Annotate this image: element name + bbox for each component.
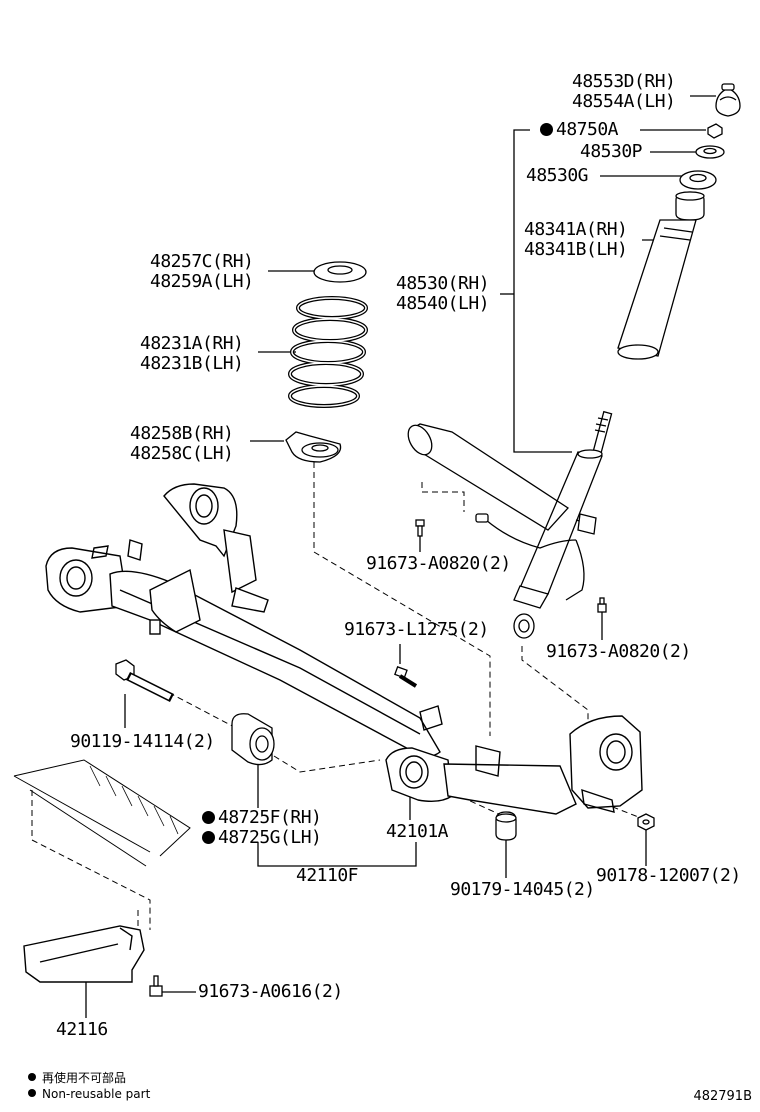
label-48750A: 48750A <box>540 120 619 140</box>
legend-jp: 再使用不可部品 <box>28 1070 150 1086</box>
label-48725F: 48725F(RH) <box>202 808 322 828</box>
label-42101A: 42101A <box>386 821 449 842</box>
label-48554A: 48554A(LH) <box>572 91 676 112</box>
label-90119-14114: 90119-14114(2) <box>70 731 215 752</box>
non-reusable-bullet-icon <box>202 831 215 844</box>
legend-en: Non-reusable part <box>28 1086 150 1102</box>
label-42116: 42116 <box>56 1019 108 1040</box>
label-48257C: 48257C(RH) <box>150 251 254 272</box>
label-48553D: 48553D(RH) <box>572 71 676 92</box>
label-48231B: 48231B(LH) <box>140 353 244 374</box>
label-48530G: 48530G <box>526 165 589 186</box>
label-90179-14045: 90179-14045(2) <box>450 879 595 900</box>
label-91673-A0616: 91673-A0616(2) <box>198 981 343 1002</box>
diagram-reference-code: 482791B <box>693 1089 752 1104</box>
label-48341A: 48341A(RH) <box>524 219 628 240</box>
non-reusable-bullet-icon <box>540 123 553 136</box>
non-reusable-bullet-icon <box>28 1073 36 1081</box>
label-48258C: 48258C(LH) <box>130 443 234 464</box>
label-91673-A0820-lower: 91673-A0820(2) <box>546 641 691 662</box>
label-48530P: 48530P <box>580 141 643 162</box>
label-48540: 48540(LH) <box>396 293 490 314</box>
label-90178-12007: 90178-12007(2) <box>596 865 741 886</box>
label-91673-L1275: 91673-L1275(2) <box>344 619 489 640</box>
label-48725G: 48725G(LH) <box>202 828 322 848</box>
label-48341B: 48341B(LH) <box>524 239 628 260</box>
non-reusable-bullet-icon <box>28 1089 36 1097</box>
legend: 再使用不可部品 Non-reusable part <box>28 1070 150 1102</box>
label-48259A: 48259A(LH) <box>150 271 254 292</box>
label-42110F: 42110F <box>296 865 359 886</box>
label-48258B: 48258B(RH) <box>130 423 234 444</box>
non-reusable-bullet-icon <box>202 811 215 824</box>
label-48231A: 48231A(RH) <box>140 333 244 354</box>
label-48530: 48530(RH) <box>396 273 490 294</box>
label-91673-A0820-upper: 91673-A0820(2) <box>366 553 511 574</box>
